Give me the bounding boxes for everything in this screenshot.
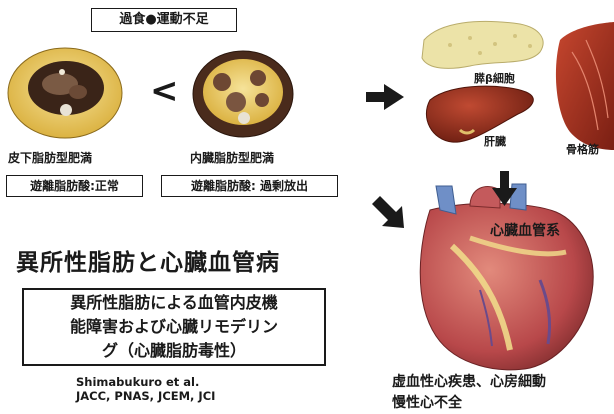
pancreas-image bbox=[421, 20, 544, 69]
skeletal-muscle-image bbox=[555, 22, 614, 150]
ffa-excess-box: 遊離脂肪酸: 過剰放出 bbox=[161, 175, 338, 197]
subcutaneous-fat-label: 皮下脂肪型肥満 bbox=[8, 151, 93, 165]
summary-box: 異所性脂肪による血管内皮機 能障害および心臓リモデリン グ（心臓脂肪毒性） bbox=[22, 288, 326, 366]
arrow-right bbox=[366, 84, 404, 110]
visceral-fat-ct-image bbox=[192, 50, 294, 138]
less-than-symbol: < bbox=[150, 71, 179, 111]
subcutaneous-fat-ct-image bbox=[7, 47, 123, 139]
liver-label: 肝臓 bbox=[484, 135, 506, 148]
citation-journals: JACC, PNAS, JCEM, JCI bbox=[76, 389, 216, 403]
heart-image bbox=[419, 183, 594, 371]
main-title: 異所性脂肪と心臓血管病 bbox=[16, 250, 280, 276]
ffa-normal-box: 遊離脂肪酸:正常 bbox=[6, 175, 143, 197]
outcome-text: 虚血性心疾患、心房細動 慢性心不全 bbox=[392, 372, 546, 414]
liver-image bbox=[425, 85, 534, 143]
cause-box: 過食●運動不足 bbox=[91, 8, 237, 32]
summary-line-2: 能障害および心臓リモデリン bbox=[69, 317, 278, 336]
pancreas-label: 膵β細胞 bbox=[474, 72, 515, 85]
arrow-down bbox=[492, 171, 517, 206]
summary-line-3: グ（心臓脂肪毒性） bbox=[101, 341, 246, 360]
cardiovascular-label: 心臓血管系 bbox=[490, 223, 560, 239]
summary-line-1: 異所性脂肪による血管内皮機 bbox=[70, 293, 278, 312]
citation: Shimabukuro et al. JACC, PNAS, JCEM, JCI bbox=[76, 375, 215, 403]
skeletal-muscle-label: 骨格筋 bbox=[566, 143, 599, 156]
outcome-line-2: 慢性心不全 bbox=[392, 395, 462, 411]
visceral-fat-label: 内臓脂肪型肥満 bbox=[190, 151, 275, 165]
arrow-diagonal bbox=[372, 196, 404, 228]
citation-authors: Shimabukuro et al. bbox=[76, 375, 200, 389]
outcome-line-1: 虚血性心疾患、心房細動 bbox=[392, 374, 546, 390]
